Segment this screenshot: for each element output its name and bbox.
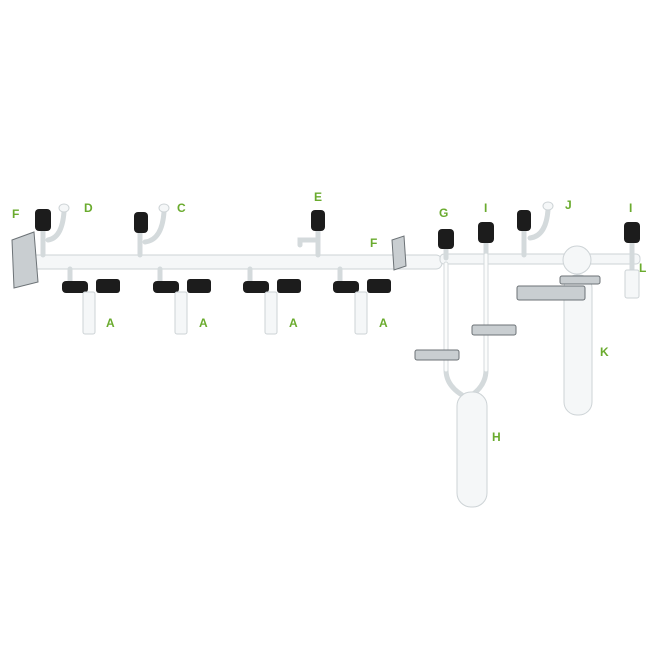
label-i-left: I <box>484 201 488 215</box>
stopcock-a-group <box>62 266 391 335</box>
clamp-f-left <box>11 231 407 289</box>
label-h: H <box>492 430 501 444</box>
label-a-3: A <box>289 316 298 330</box>
label-d: D <box>84 201 93 215</box>
label-i-right: I <box>629 201 633 215</box>
cold-trap-h <box>414 252 517 508</box>
label-a-1: A <box>106 316 115 330</box>
label-e: E <box>314 190 323 204</box>
label-c: C <box>177 201 186 215</box>
top-stopcocks <box>35 201 640 299</box>
main-manifold <box>21 253 641 270</box>
cold-trap-k <box>516 245 601 416</box>
label-f-clamp-right: F <box>370 236 378 250</box>
label-k: K <box>600 345 609 359</box>
label-a-4: A <box>379 316 388 330</box>
label-g: G <box>439 206 449 220</box>
label-l: L <box>639 261 647 275</box>
label-f-clamp-left: F <box>12 207 20 221</box>
label-j: J <box>565 198 572 212</box>
label-a-2: A <box>199 316 208 330</box>
